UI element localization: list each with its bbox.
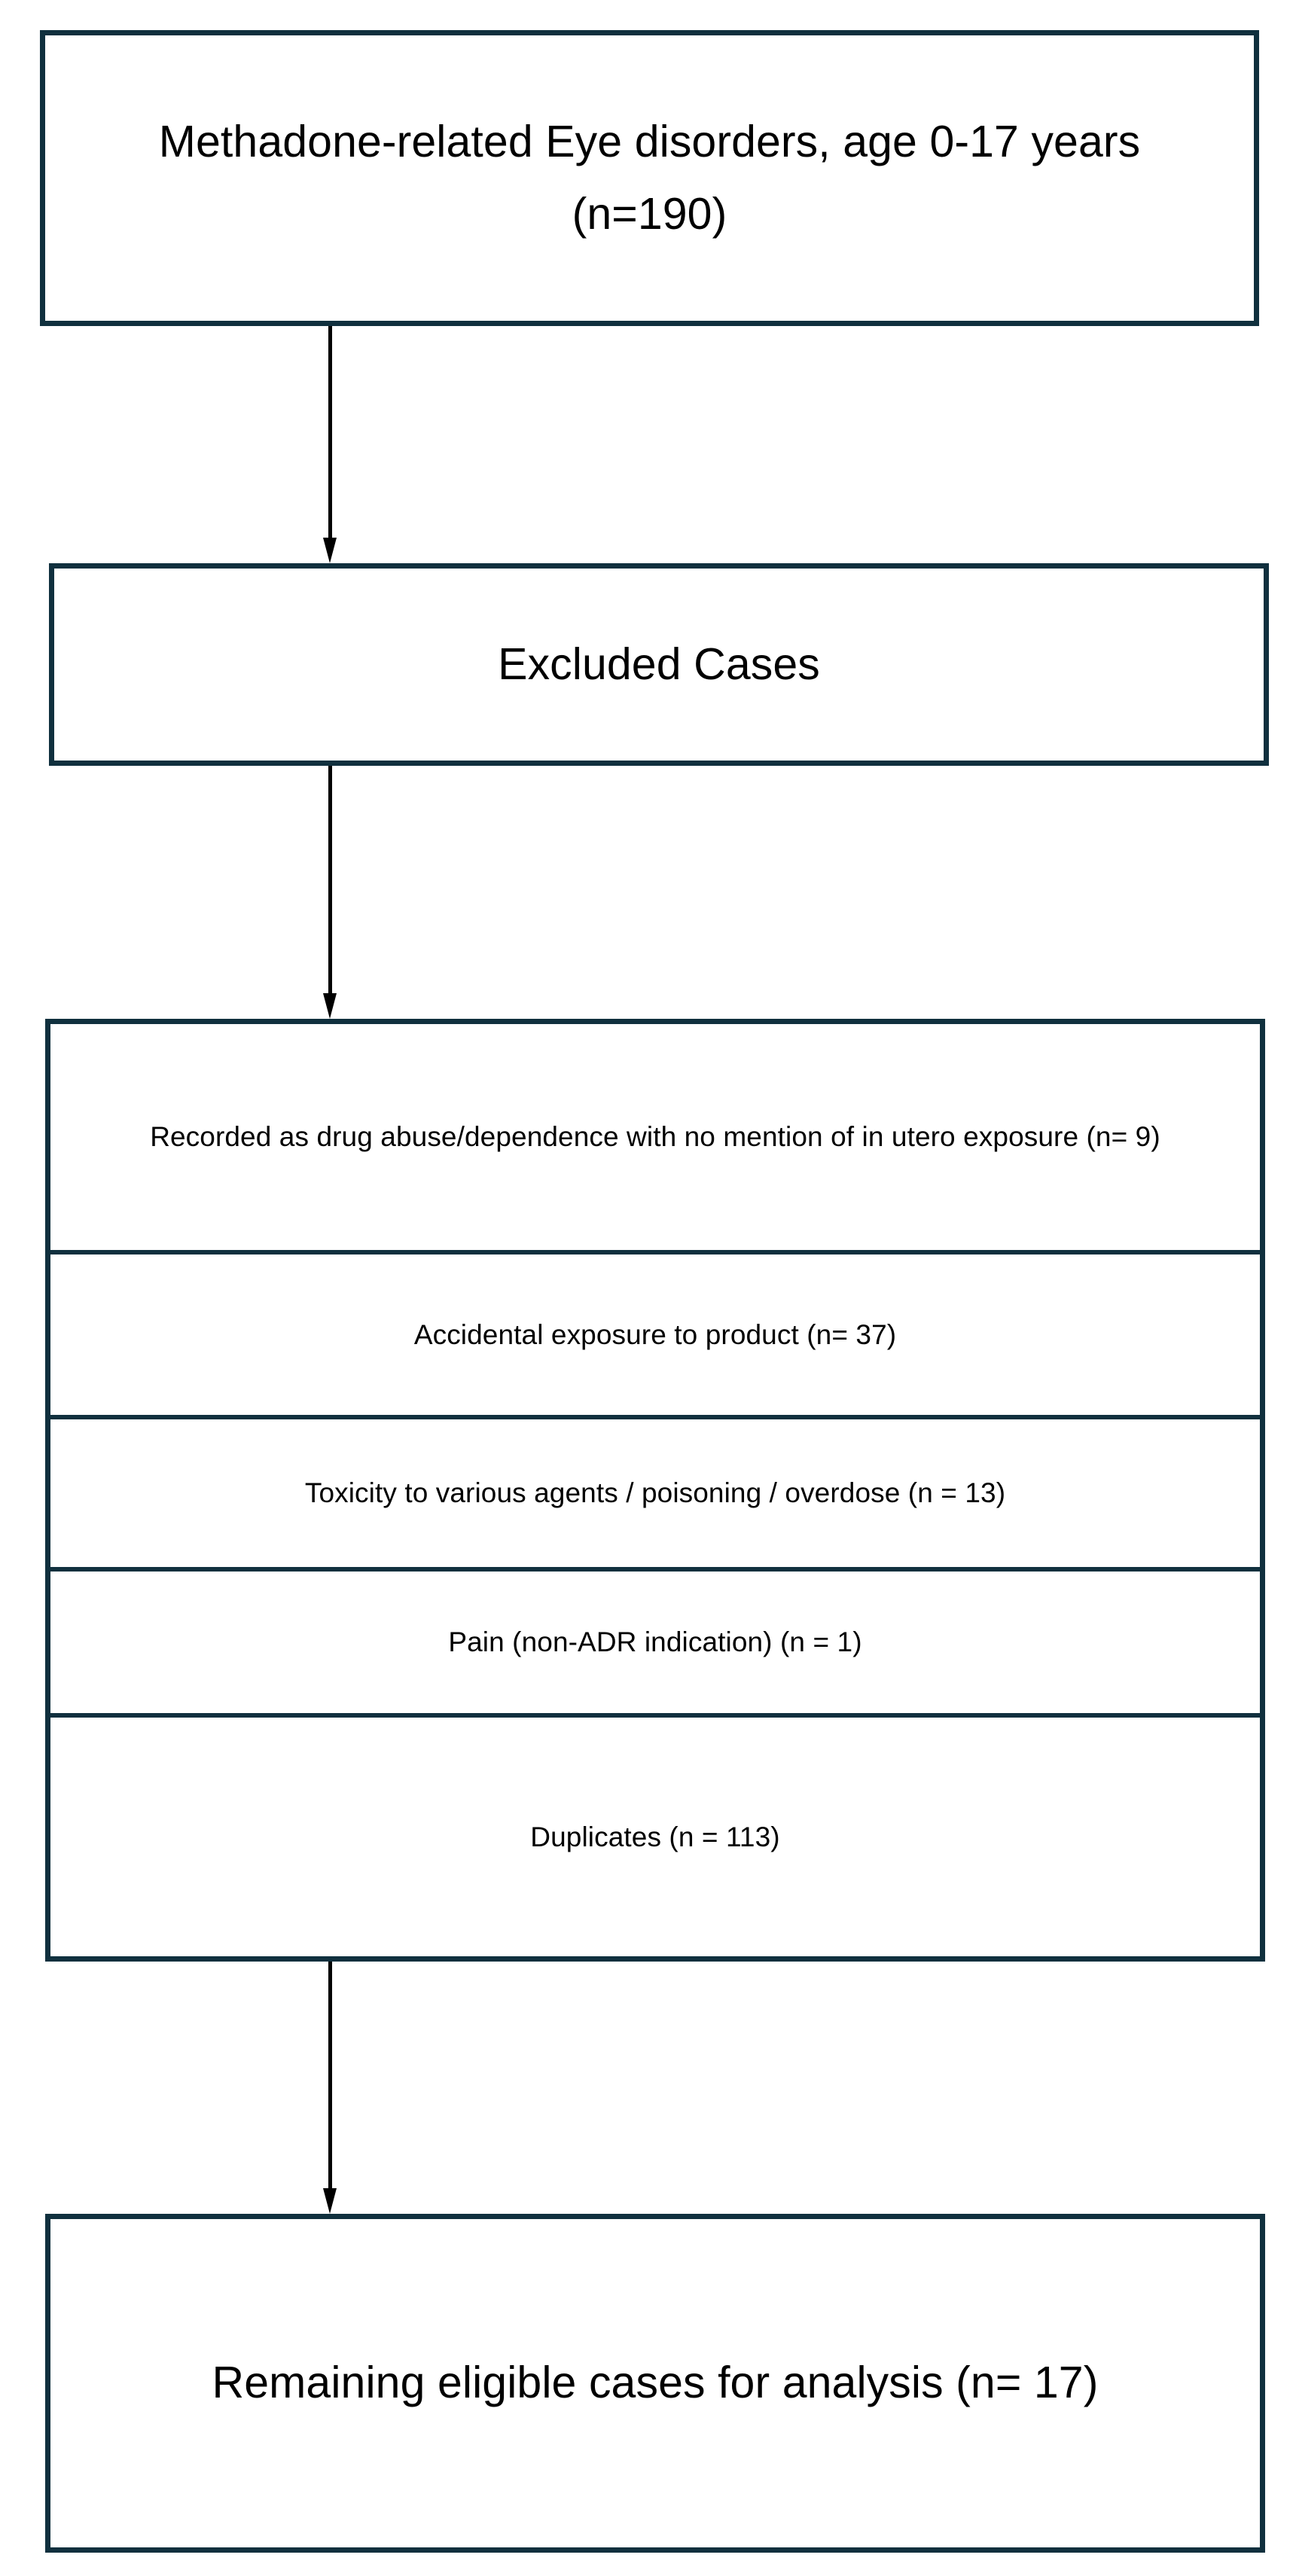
down-arrow-icon bbox=[323, 538, 337, 563]
exclusion-reason-label: Toxicity to various agents / poisoning /… bbox=[304, 1477, 1006, 1509]
exclusion-reason-row: Pain (non-ADR indication) (n = 1) bbox=[50, 1572, 1260, 1718]
exclusion-reason-row: Duplicates (n = 113) bbox=[50, 1718, 1260, 1956]
exclusion-reason-label: Accidental exposure to product (n= 37) bbox=[413, 1318, 897, 1350]
connector-excluded-to-reasons bbox=[323, 766, 337, 1019]
source-population-label: Methadone-related Eye disorders, age 0-1… bbox=[158, 116, 1141, 239]
excluded-cases-label: Excluded Cases bbox=[498, 639, 820, 689]
excluded-cases-box: Excluded Cases bbox=[49, 563, 1269, 766]
exclusion-reason-label: Recorded as drug abuse/dependence with n… bbox=[150, 1121, 1160, 1153]
exclusion-reason-row: Toxicity to various agents / poisoning /… bbox=[50, 1419, 1260, 1572]
arrow-shaft bbox=[328, 1962, 332, 2190]
exclusion-reason-label: Duplicates (n = 113) bbox=[530, 1821, 780, 1852]
arrow-shaft bbox=[328, 326, 332, 539]
source-population-box: Methadone-related Eye disorders, age 0-1… bbox=[40, 30, 1259, 326]
exclusion-reason-row: Accidental exposure to product (n= 37) bbox=[50, 1254, 1260, 1419]
eligible-cases-label: Remaining eligible cases for analysis (n… bbox=[212, 2358, 1099, 2408]
exclusion-reason-label: Pain (non-ADR indication) (n = 1) bbox=[448, 1626, 862, 1658]
down-arrow-icon bbox=[323, 993, 337, 1019]
exclusion-reasons-box: Recorded as drug abuse/dependence with n… bbox=[45, 1019, 1265, 1962]
exclusion-reason-row: Recorded as drug abuse/dependence with n… bbox=[50, 1024, 1260, 1254]
arrow-shaft bbox=[328, 766, 332, 995]
down-arrow-icon bbox=[323, 2188, 337, 2214]
connector-source-to-excluded bbox=[323, 326, 337, 563]
connector-reasons-to-final bbox=[323, 1962, 337, 2214]
eligible-cases-box: Remaining eligible cases for analysis (n… bbox=[45, 2214, 1265, 2553]
